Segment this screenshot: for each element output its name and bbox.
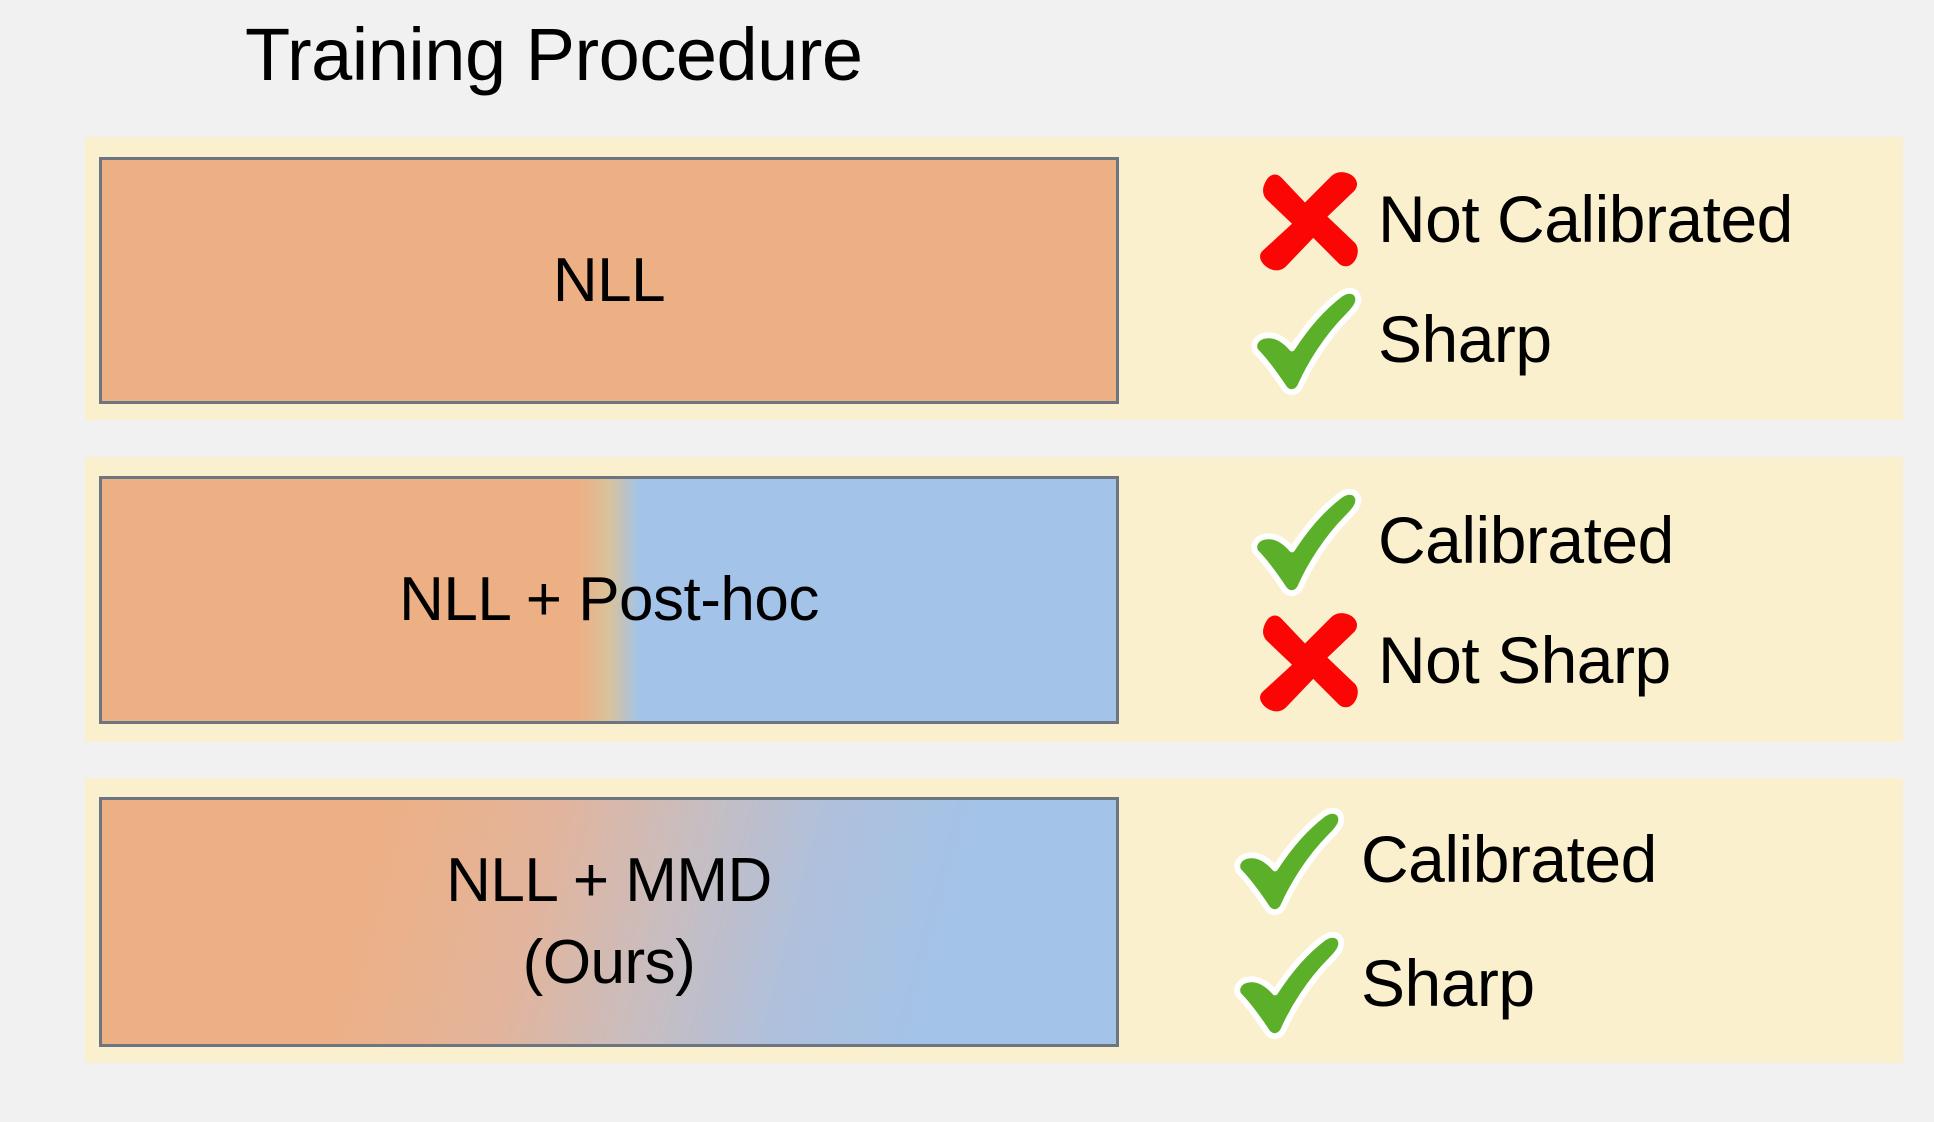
method-row-nll-mmd: NLL + MMD (Ours) Calibrated Sharp [85, 778, 1903, 1063]
check-icon [1234, 807, 1345, 915]
check-icon [1251, 287, 1362, 395]
annotation-label: Not Calibrated [1378, 181, 1793, 256]
annotation-item: Sharp [1240, 279, 1934, 399]
method-label-line1: NLL + Post-hoc [399, 565, 819, 635]
method-box-nll-post-hoc: NLL + Post-hoc [99, 476, 1119, 724]
check-icon [1251, 488, 1362, 596]
annotation-item: Calibrated [1223, 797, 1934, 921]
method-label-line1: NLL + MMD [446, 846, 772, 916]
annotation-label: Calibrated [1378, 502, 1674, 577]
method-label-nll: NLL [102, 160, 1116, 401]
annotation-list-nll: Not Calibrated Sharp [1240, 137, 1934, 420]
method-fill-hard-split [102, 479, 1116, 721]
cross-icon [1260, 171, 1358, 270]
method-label-line2: (Ours) [522, 928, 696, 997]
cross-icon [1260, 612, 1358, 711]
method-fill-solid-orange [102, 160, 1116, 401]
method-fill-smooth-gradient [102, 800, 1116, 1044]
annotation-label: Not Sharp [1378, 622, 1671, 697]
annotation-label: Sharp [1378, 301, 1552, 376]
annotation-label: Calibrated [1361, 821, 1657, 896]
annotation-list-nll-post-hoc: Calibrated Not Sharp [1240, 457, 1934, 742]
method-box-nll-mmd: NLL + MMD (Ours) [99, 797, 1119, 1047]
method-row-nll: NLL Not Calibrated Sharp [85, 137, 1903, 420]
method-row-nll-post-hoc: NLL + Post-hoc Calibrated Not Sharp [85, 457, 1903, 742]
annotation-item: Not Sharp [1240, 600, 1934, 720]
page-title: Training Procedure [245, 13, 863, 96]
check-icon [1234, 931, 1345, 1039]
annotation-item: Not Calibrated [1240, 159, 1934, 279]
method-box-nll: NLL [99, 157, 1119, 404]
annotation-label: Sharp [1361, 945, 1535, 1020]
annotation-item: Sharp [1223, 921, 1934, 1045]
annotation-list-nll-mmd: Calibrated Sharp [1223, 778, 1934, 1063]
method-label-nll-post-hoc: NLL + Post-hoc [102, 479, 1116, 721]
method-label-line1: NLL [552, 245, 666, 315]
annotation-item: Calibrated [1240, 480, 1934, 600]
method-label-nll-mmd: NLL + MMD (Ours) [102, 800, 1116, 1044]
